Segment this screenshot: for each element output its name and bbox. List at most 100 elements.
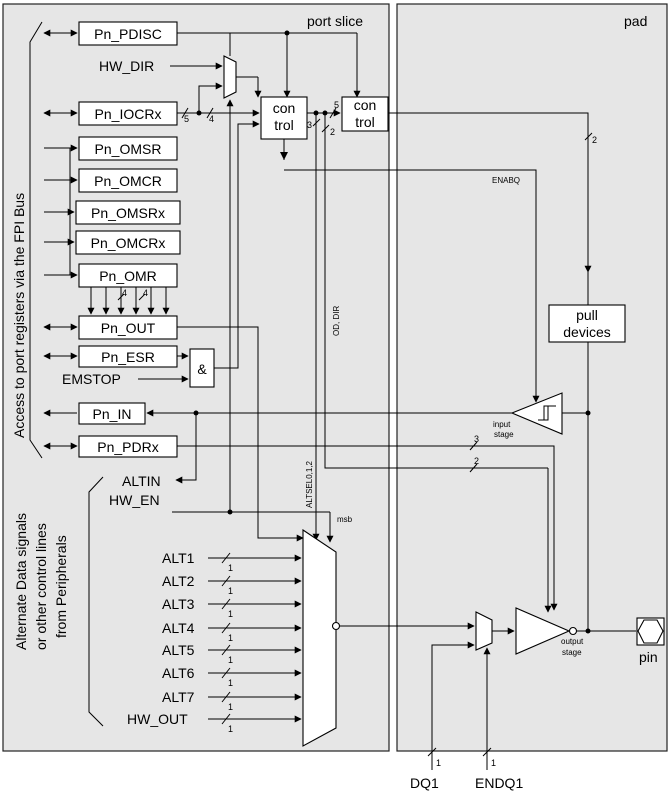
port-slice-title: port slice <box>307 13 363 29</box>
od-dir-label: OD, DIR <box>332 306 341 336</box>
hw-en-label: HW_EN <box>109 492 160 508</box>
ctrl-od-width: 3 <box>307 120 312 130</box>
omr-bus-width-b: 4 <box>143 288 148 298</box>
dq1-wire <box>431 641 475 770</box>
alt1-width: 1 <box>228 563 233 573</box>
alt3-width: 1 <box>228 609 233 619</box>
alt-signals-label-1: Alternate Data signals <box>13 513 29 650</box>
out-register-label: Pn_OUT <box>101 320 156 336</box>
alt6-label: ALT6 <box>162 665 195 681</box>
output-stage-driver <box>515 607 571 655</box>
pdr-slash-b <box>469 463 478 473</box>
control-block-1-line2: trol <box>274 117 293 133</box>
alt1-label: ALT1 <box>162 550 195 566</box>
control-block-2-line2: trol <box>355 114 374 130</box>
pad-bus-width: 2 <box>592 135 597 145</box>
omr-bus-slash-a <box>117 293 125 301</box>
in-register-label: Pn_IN <box>93 406 132 422</box>
pdr-width-b: 2 <box>474 456 479 466</box>
c1c2-slash <box>329 107 337 119</box>
ctrl-altsel-width: 2 <box>330 127 335 137</box>
pad-title: pad <box>624 13 647 29</box>
pin-label: pin <box>639 649 658 665</box>
alt2-label: ALT2 <box>162 573 195 589</box>
alt-mux-output-dot <box>331 621 341 631</box>
pdr-slash-a <box>469 441 478 451</box>
alt7-width: 1 <box>228 702 233 712</box>
alt6-slash <box>221 667 231 679</box>
enabq-arrowhead <box>280 152 288 160</box>
iocr-width-4: 4 <box>209 114 214 124</box>
pin-icon <box>637 619 664 644</box>
omr-register-label: Pn_OMR <box>99 268 157 284</box>
dir-mux <box>223 55 237 99</box>
alt-brace <box>88 476 104 727</box>
pull-devices-line1: pull <box>576 307 598 323</box>
pdr-width-a: 3 <box>474 434 479 444</box>
out-to-mux <box>177 326 304 542</box>
alt1-slash <box>221 552 231 564</box>
od-dir-line <box>324 113 360 469</box>
esr-register-label: Pn_ESR <box>101 349 155 365</box>
iocr-slash-4 <box>206 107 214 119</box>
in-register <box>78 402 146 425</box>
omsr-register-label: Pn_OMSR <box>95 141 162 157</box>
omcr-register <box>78 168 178 193</box>
omcr-register-label: Pn_OMCR <box>94 173 162 189</box>
alt-signals-label-3: from Peripherals <box>53 535 69 638</box>
control-block-2-line1: con <box>354 97 377 113</box>
hw-out-label: HW_OUT <box>127 711 188 727</box>
alt4-label: ALT4 <box>162 620 195 636</box>
hysteresis-icon <box>538 405 556 421</box>
alt-mux <box>302 528 337 747</box>
omsrx-register <box>75 200 181 225</box>
alt2-width: 1 <box>228 586 233 596</box>
control-block-1-line1: con <box>273 100 296 116</box>
output-stage-label-1: output <box>561 637 584 646</box>
alt7-label: ALT7 <box>162 689 195 705</box>
iocr-slash-5 <box>181 107 189 119</box>
pull-devices-block <box>548 304 626 343</box>
c1c2-width: 5 <box>334 100 339 110</box>
alt2-slash <box>221 575 231 587</box>
pdisc-register-label: Pn_PDISC <box>94 26 162 42</box>
alt5-label: ALT5 <box>162 642 195 658</box>
alt3-label: ALT3 <box>162 596 195 612</box>
emstop-label: EMSTOP <box>62 371 121 387</box>
control-block-2 <box>341 96 389 132</box>
omsrx-register-label: Pn_OMSRx <box>91 205 165 221</box>
and-gate <box>189 348 215 388</box>
omr-register <box>78 263 178 288</box>
fpi-brace <box>29 21 43 459</box>
msb-label: msb <box>337 515 353 524</box>
hw-out-width: 1 <box>228 724 233 734</box>
input-stage-label-2: stage <box>494 430 514 439</box>
hw-out-slash <box>221 713 231 725</box>
pdr-to-output-1 <box>177 445 558 611</box>
endq1-width: 1 <box>491 758 496 768</box>
omr-bus-slash-b <box>138 293 146 301</box>
alt4-slash <box>221 622 231 634</box>
omcrx-register <box>75 230 181 255</box>
iocr-to-mux <box>198 82 223 113</box>
and-to-control <box>214 120 260 369</box>
alt7-slash <box>221 691 231 703</box>
alt5-slash <box>221 644 231 656</box>
alt-inputs: ALT1 1 ALT2 1 ALT3 1 ALT4 1 ALT5 1 ALT6 … <box>127 550 302 734</box>
dq1-label: DQ1 <box>410 775 439 791</box>
alt3-slash <box>221 598 231 610</box>
pull-devices-line2: devices <box>563 324 610 340</box>
omr-bus-width-a: 4 <box>122 288 127 298</box>
iocr-width-5: 5 <box>184 114 189 124</box>
dq1-width: 1 <box>436 758 441 768</box>
input-stage-label-1: input <box>493 420 511 429</box>
omcrx-register-label: Pn_OMCRx <box>91 235 166 251</box>
output-stage-label-2: stage <box>562 648 582 657</box>
dq1-slash <box>427 747 437 757</box>
endq1-label: ENDQ1 <box>475 775 523 791</box>
pdr-register-label: Pn_PDRx <box>97 439 158 455</box>
alt5-width: 1 <box>228 655 233 665</box>
alt-signals-label-2: or other control lines <box>33 523 49 650</box>
enabq-label: ENABQ <box>492 176 520 185</box>
